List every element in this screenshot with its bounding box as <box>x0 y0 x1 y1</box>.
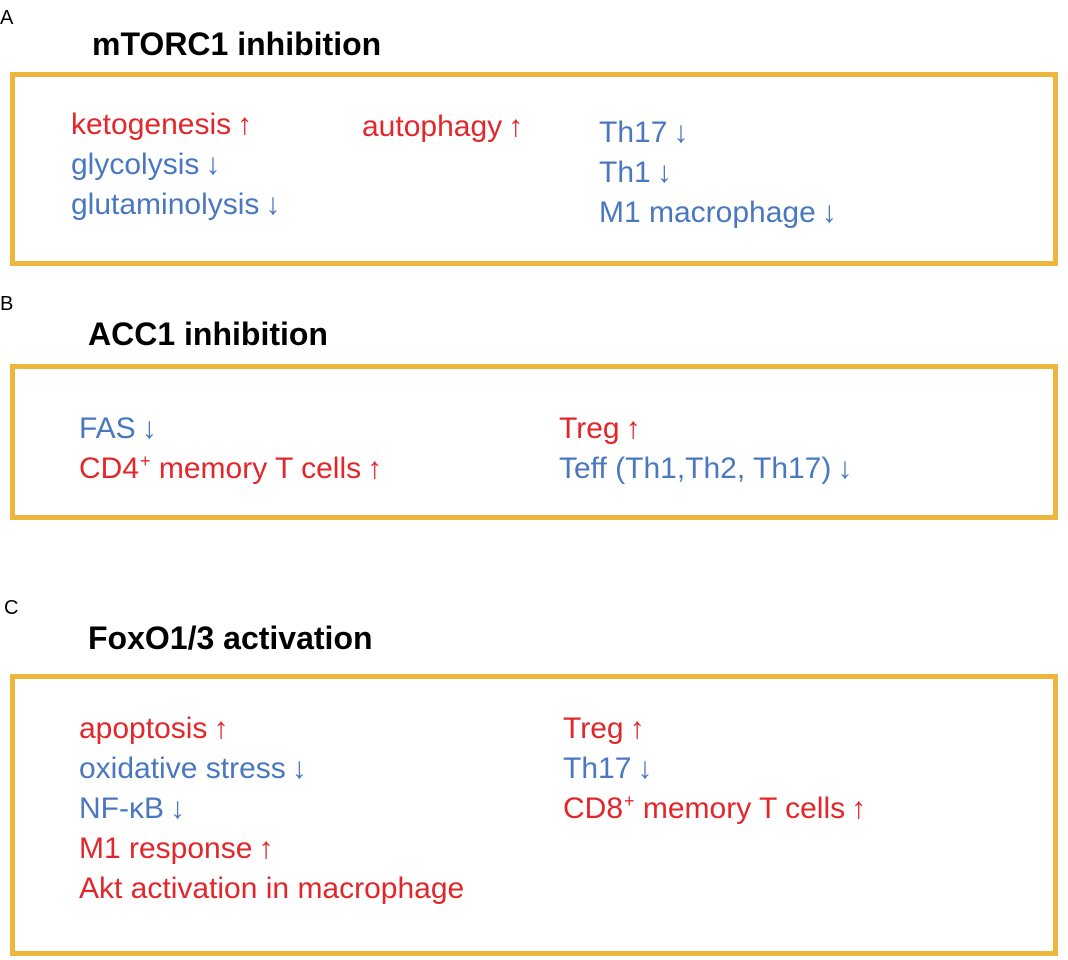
down-arrow-icon: ↓ <box>656 156 672 189</box>
list-item: CD4+ memory T cells↑ <box>79 451 383 485</box>
panel-b-col-1: FAS↓ CD4+ memory T cells↑ <box>79 409 382 492</box>
panel-c-title: FoxO1/3 activation <box>88 620 373 656</box>
down-arrow-icon: ↓ <box>205 148 221 181</box>
list-item: Akt activation in macrophage <box>79 872 465 905</box>
list-item: glutaminolysis↓ <box>71 188 281 221</box>
down-arrow-icon: ↓ <box>837 452 853 485</box>
panel-a-letter: A <box>0 7 14 29</box>
panel-b-title: ACC1 inhibition <box>88 316 328 352</box>
list-item: FAS↓ <box>79 412 157 445</box>
up-arrow-icon: ↑ <box>367 452 383 485</box>
list-item: oxidative stress↓ <box>79 752 307 785</box>
up-arrow-icon: ↑ <box>851 792 867 825</box>
up-arrow-icon: ↑ <box>213 712 229 745</box>
list-item: ketogenesis↑ <box>71 108 253 141</box>
list-item: autophagy↑ <box>362 110 524 143</box>
up-arrow-icon: ↑ <box>508 110 524 143</box>
up-arrow-icon: ↑ <box>237 108 253 141</box>
down-arrow-icon: ↓ <box>673 116 689 149</box>
panel-c-col-2: Treg↑ Th17↓ CD8+ memory T cells↑ <box>563 709 866 832</box>
panel-c-letter: C <box>4 597 19 619</box>
panel-c-col-1: apoptosis↑ oxidative stress↓ NF-κB↓ M1 r… <box>79 709 464 909</box>
down-arrow-icon: ↓ <box>291 752 307 785</box>
list-item: Treg↑ <box>559 412 641 445</box>
down-arrow-icon: ↓ <box>637 752 653 785</box>
list-item: CD8+ memory T cells↑ <box>563 791 867 825</box>
list-item: M1 response↑ <box>79 832 274 865</box>
up-arrow-icon: ↑ <box>629 712 645 745</box>
list-item: M1 macrophage↓ <box>599 196 837 229</box>
panel-b-letter: B <box>0 293 14 315</box>
down-arrow-icon: ↓ <box>141 412 157 445</box>
superscript-plus: + <box>140 451 151 471</box>
panel-b-col-2: Treg↑ Teff (Th1,Th2, Th17)↓ <box>559 409 852 489</box>
panel-a-title: mTORC1 inhibition <box>92 26 382 62</box>
down-arrow-icon: ↓ <box>170 792 185 825</box>
down-arrow-icon: ↓ <box>821 196 837 229</box>
list-item: Th17↓ <box>563 752 653 785</box>
list-item: apoptosis↑ <box>79 712 229 745</box>
up-arrow-icon: ↑ <box>258 832 274 865</box>
panel-a-box: ketogenesis↑ glycolysis↓ glutaminolysis↓… <box>10 72 1058 266</box>
list-item: Th1↓ <box>599 156 672 189</box>
superscript-plus: + <box>624 791 635 811</box>
list-item: glycolysis↓ <box>71 148 221 181</box>
list-item: Th17↓ <box>599 116 689 149</box>
panel-a-col-2: autophagy↑ <box>362 107 523 147</box>
up-arrow-icon: ↑ <box>625 412 641 445</box>
panel-a-col-1: ketogenesis↑ glycolysis↓ glutaminolysis↓ <box>71 105 280 225</box>
list-item: NF-κB↓ <box>79 792 185 825</box>
panel-a-col-3: Th17↓ Th1↓ M1 macrophage↓ <box>599 113 837 233</box>
panel-c-box: apoptosis↑ oxidative stress↓ NF-κB↓ M1 r… <box>10 674 1058 956</box>
panel-b-box: FAS↓ CD4+ memory T cells↑ Treg↑ Teff (Th… <box>10 364 1058 520</box>
down-arrow-icon: ↓ <box>265 188 281 221</box>
list-item: Teff (Th1,Th2, Th17)↓ <box>559 452 853 485</box>
list-item: Treg↑ <box>563 712 645 745</box>
